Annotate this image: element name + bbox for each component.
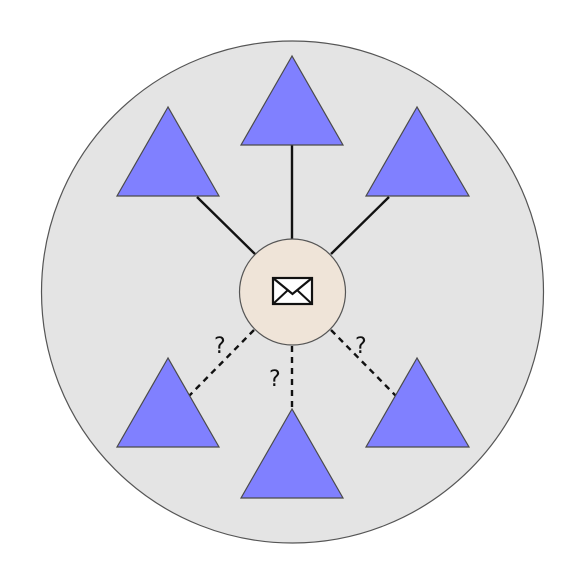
solid-link-upper-left [196, 196, 256, 255]
dashed-link-lower-right [330, 329, 397, 397]
question-mark-lower-right: ? [355, 334, 367, 359]
node-triangle-upper-left [115, 105, 221, 197]
envelope-icon [271, 276, 314, 306]
solid-link-upper-right [330, 196, 390, 255]
dashed-link-lower-left [188, 329, 255, 397]
node-triangle-lower-right [364, 356, 471, 448]
node-triangle-lower-left [115, 356, 221, 448]
node-triangle-bottom [239, 407, 345, 499]
question-mark-bottom: ? [269, 367, 281, 392]
question-mark-lower-left: ? [214, 334, 226, 359]
node-triangle-top [239, 54, 345, 146]
node-triangle-upper-right [364, 105, 471, 197]
